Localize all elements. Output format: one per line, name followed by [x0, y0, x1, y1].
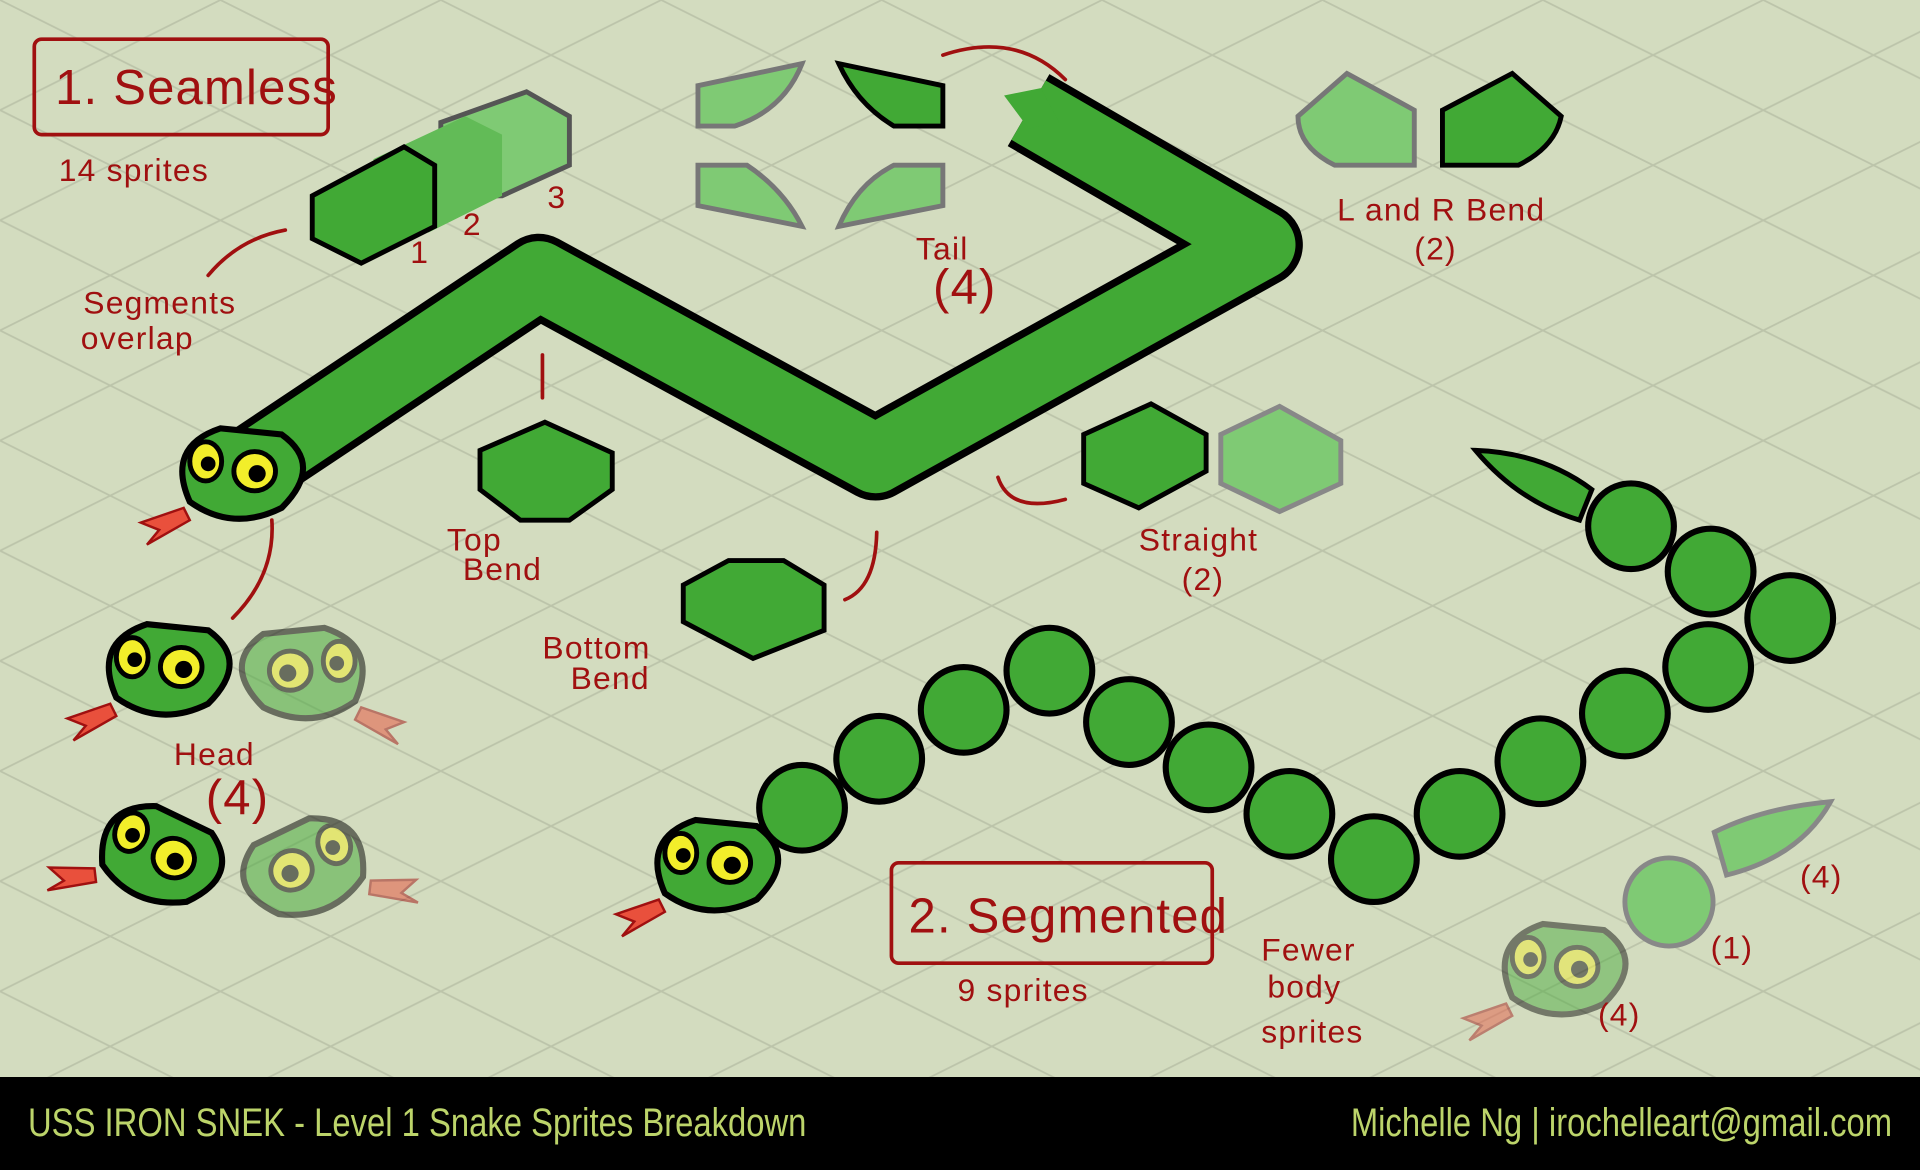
head-sprite-count: (4) — [1598, 997, 1641, 1033]
right-bend-sprite — [1440, 70, 1564, 168]
tail-sprite-count: (4) — [1800, 858, 1843, 894]
body-segment — [1664, 525, 1757, 618]
body-segment — [917, 663, 1010, 756]
tail-label: Tail — [916, 230, 969, 266]
body-segment — [1003, 624, 1096, 717]
body-segment — [1083, 676, 1175, 768]
head-count: (4) — [206, 771, 270, 825]
bottom-bend-sprite — [680, 558, 827, 662]
section1-count: 14 sprites — [59, 152, 209, 188]
tail-count: (4) — [933, 261, 997, 315]
body-segment — [1494, 715, 1587, 808]
body-segment — [1744, 572, 1837, 664]
footer-title: USS IRON SNEK - Level 1 Snake Sprites Br… — [28, 1101, 807, 1145]
segment-number-1: 1 — [410, 234, 429, 270]
lr-bend-count: (2) — [1414, 230, 1457, 266]
body-segment — [1585, 480, 1677, 573]
section2-title: 2. Segmented — [909, 890, 1229, 944]
segment-tail-sprite — [1711, 798, 1836, 879]
straight-count: (2) — [1182, 561, 1225, 597]
body-segment — [1243, 767, 1336, 860]
arrow-icon — [941, 45, 1068, 82]
straight-sprite — [1218, 403, 1344, 515]
footer-credit: Michelle Ng | irochelleart@gmail.com — [1350, 1101, 1892, 1145]
arrow-icon — [843, 530, 879, 602]
top-bend-label: Bend — [463, 551, 542, 587]
segment-body-sprite — [1622, 855, 1716, 949]
body-segment — [833, 712, 926, 805]
lr-bend-label: L and R Bend — [1337, 191, 1545, 227]
body-segment — [756, 761, 848, 854]
head-label: Head — [174, 736, 255, 772]
footer-bar: USS IRON SNEK - Level 1 Snake Sprites Br… — [0, 1077, 1920, 1170]
arrow-icon — [230, 518, 274, 620]
body-segment — [1662, 621, 1755, 713]
body-segment — [1413, 767, 1506, 860]
section2-title-box — [889, 860, 1215, 966]
section2-note: Fewer — [1261, 932, 1356, 968]
top-bend-label: Top — [447, 522, 502, 558]
tail-sprites — [695, 60, 946, 230]
left-bend-sprite — [1295, 70, 1417, 168]
straight-sprite — [1081, 401, 1209, 511]
sprite-breakdown-illustration: 1. Seamless 14 sprites 1 2 3 Segments ov… — [0, 0, 1920, 1077]
arrow-icon — [996, 475, 1068, 506]
body-segment — [1578, 667, 1671, 760]
seamless-snake — [141, 74, 1303, 545]
section2-note: sprites — [1261, 1014, 1363, 1050]
section1-title: 1. Seamless — [55, 61, 338, 115]
overlap-note: overlap — [81, 320, 194, 356]
body-segment — [1162, 721, 1255, 814]
bottom-bend-label: Bend — [571, 660, 650, 696]
body-segment — [1327, 813, 1420, 906]
top-bend-sprite — [477, 419, 615, 523]
body-sprite-count: (1) — [1711, 929, 1754, 965]
segment-number-3: 3 — [547, 179, 566, 215]
overlap-note: Segments — [83, 284, 236, 320]
overlap-segments-demo — [309, 89, 572, 266]
section2-count: 9 sprites — [958, 972, 1089, 1008]
bottom-bend-label: Bottom — [542, 629, 650, 665]
segmented-snake — [756, 447, 1837, 906]
arrow-icon — [206, 228, 288, 278]
segment-number-2: 2 — [463, 206, 482, 242]
section2-note: body — [1267, 968, 1341, 1004]
section1-title-box — [32, 37, 330, 137]
straight-label: Straight — [1139, 522, 1258, 558]
